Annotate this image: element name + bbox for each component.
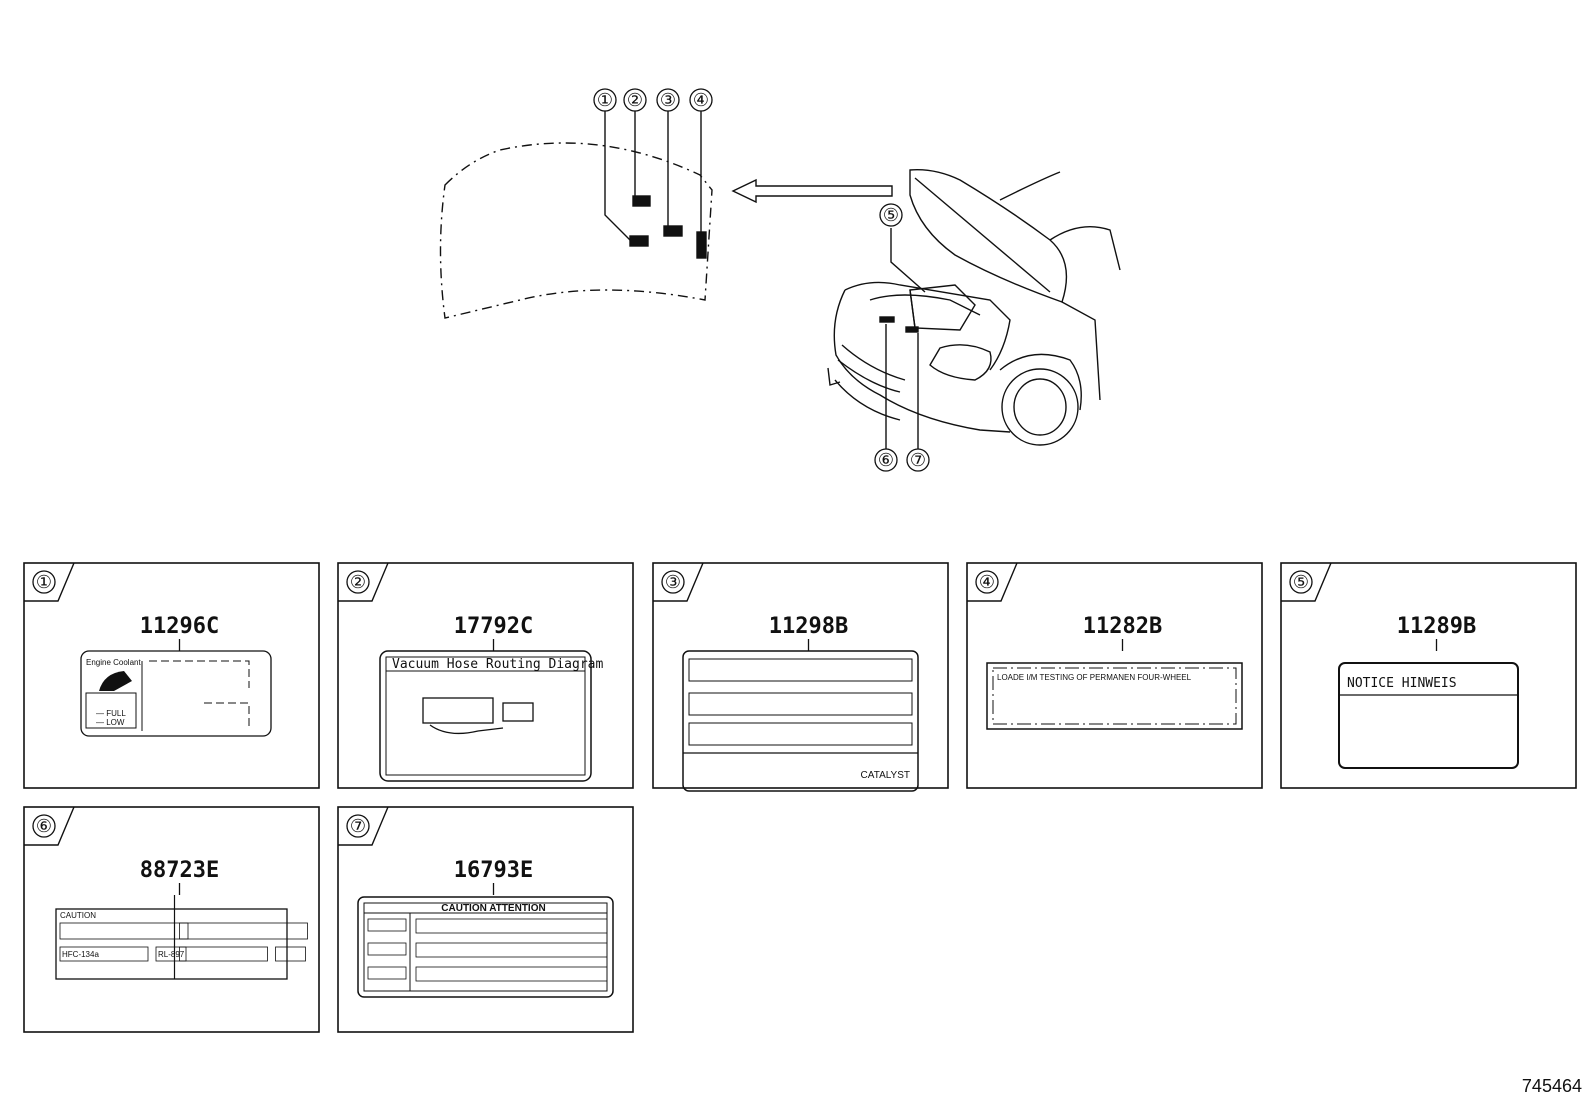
part-number: 11296C: [140, 614, 219, 639]
label-text: CAUTION ATTENTION: [441, 903, 545, 914]
callout-7: ⑦: [910, 450, 926, 471]
car-callouts: ⑤ ⑥ ⑦: [874, 203, 930, 472]
callout-1: ①: [597, 90, 613, 111]
direction-arrow: [731, 178, 893, 204]
panel-number: ⑦: [350, 816, 366, 837]
hood-outline: [439, 142, 713, 319]
panel-number: ②: [350, 572, 366, 593]
part-number: 17792C: [454, 614, 533, 639]
car-illustration: [827, 169, 1121, 450]
part-number: 11282B: [1083, 614, 1162, 639]
label-panel-2: ② 17792C Vacuum Hose Routing Diagram: [337, 562, 634, 789]
label-text: LOADE I/M TESTING OF PERMANEN FOUR-WHEEL: [997, 673, 1192, 682]
top-callouts: ① ② ③ ④: [593, 88, 713, 112]
hood-label-1-marker: [629, 235, 649, 247]
sub-label-refrigerant: HFC-134a: [62, 950, 99, 959]
callout-6: ⑥: [878, 450, 894, 471]
label-text: NOTICE HINWEIS: [1347, 676, 1457, 691]
sub-label-full: — FULL: [96, 709, 126, 718]
sub-label-oil: RL-897: [158, 950, 185, 959]
hood-label-2-marker: [632, 195, 651, 207]
callout-5: ⑤: [883, 205, 899, 226]
part-number: 88723E: [140, 858, 219, 883]
label-panel-7: ⑦ 16793E CAUTION ATTENTION: [337, 806, 634, 1033]
panel-number: ⑤: [1293, 572, 1309, 593]
hood-illustration: [439, 111, 713, 319]
reference-number: 745464: [1522, 1076, 1582, 1096]
part-number: 11298B: [769, 614, 848, 639]
panel-number: ③: [665, 572, 681, 593]
panel-number: ①: [36, 572, 52, 593]
part-number: 16793E: [454, 858, 533, 883]
callout-2: ②: [627, 90, 643, 111]
part-number: 11289B: [1397, 614, 1476, 639]
label-text: Vacuum Hose Routing Diagram: [392, 657, 603, 672]
panel-number: ⑥: [36, 816, 52, 837]
label-text: Engine Coolant: [86, 658, 141, 667]
label-panel-5: ⑤ 11289B NOTICE HINWEIS: [1280, 562, 1577, 789]
label-text: CATALYST: [861, 770, 910, 781]
label-panels: ① 11296C Engine Coolant — FULL— LOW ② 17792C V…: [23, 562, 1577, 1033]
callout-4: ④: [693, 90, 709, 111]
label-panel-1: ① 11296C Engine Coolant — FULL— LOW: [23, 562, 320, 789]
label-panel-3: ③ 11298B CATALYST: [652, 562, 949, 792]
hood-label-4-marker: [696, 231, 707, 259]
panel-number: ④: [979, 572, 995, 593]
label-panel-6: ⑥ 88723E CAUTION HFC-134a RL-897: [23, 806, 320, 1033]
callout-3: ③: [660, 90, 676, 111]
label-panel-4: ④ 11282B LOADE I/M TESTING OF PERMANEN FOU…: [966, 562, 1263, 789]
hood-label-3-marker: [663, 225, 683, 237]
label-text: CAUTION: [60, 911, 96, 920]
sub-label-low: — LOW: [96, 718, 125, 727]
